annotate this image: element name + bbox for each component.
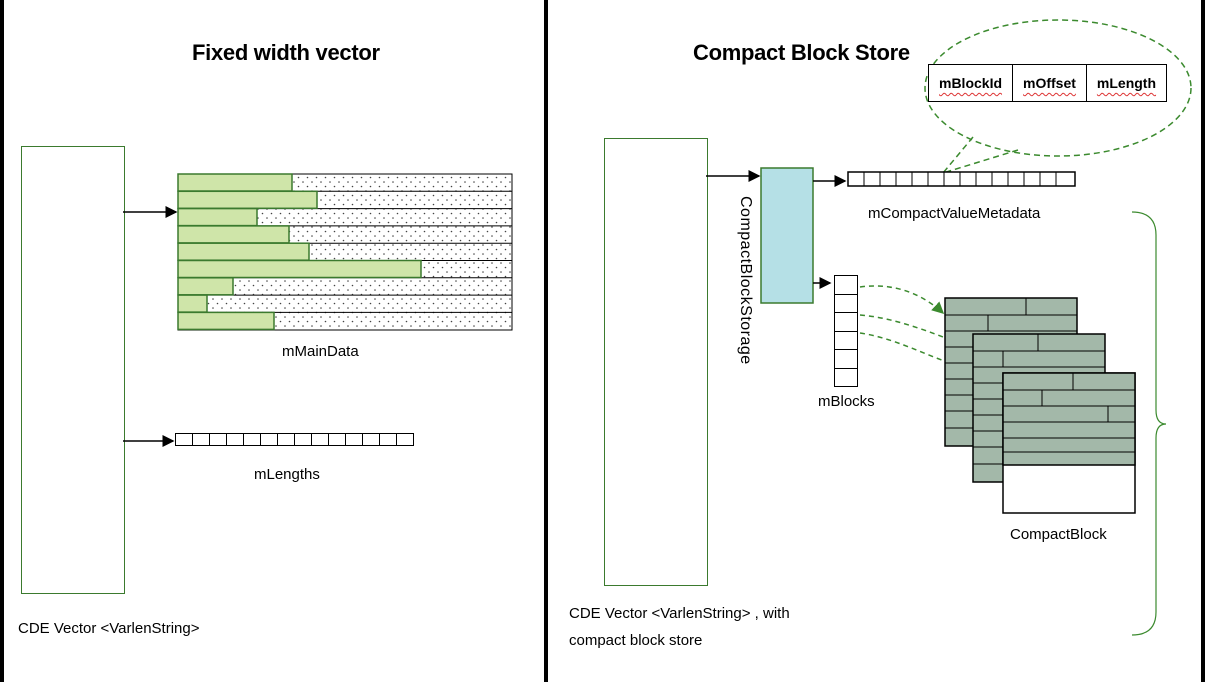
bubble-tail-right <box>942 149 1019 174</box>
compact-value-metadata-array <box>847 171 1076 187</box>
bubble-tail-left <box>942 136 974 174</box>
data-bar <box>177 277 234 296</box>
compact-block-3 <box>1002 372 1136 514</box>
left-title: Fixed width vector <box>192 40 380 65</box>
metadata-field: mLength <box>1096 75 1157 91</box>
compact-block-store-panel: Compact Block Store <box>548 0 1201 682</box>
main-data-green-bars <box>177 173 422 331</box>
data-bar <box>177 225 290 244</box>
lengths-array <box>175 433 414 446</box>
right-title: Compact Block Store <box>693 40 910 65</box>
fixed-width-vector-panel: Fixed width vector <box>4 0 544 682</box>
data-bar <box>177 190 318 210</box>
cde-vector-box <box>21 146 125 594</box>
data-bar <box>177 173 293 192</box>
metadata-fields-table: mBlockId mOffset mLength <box>928 64 1168 102</box>
compact-block-storage-box <box>760 167 814 304</box>
compact-block-label: CompactBlock <box>1010 526 1107 543</box>
metadata-bubble <box>924 19 1192 157</box>
data-bar <box>177 294 208 313</box>
left-vector-label: CDE Vector <VarlenString> <box>18 620 200 637</box>
data-bar <box>177 311 275 331</box>
left-diagram-svg <box>123 173 513 447</box>
right-vector-label-line1: CDE Vector <VarlenString> , with <box>569 605 790 622</box>
right-brace <box>1131 211 1167 636</box>
metadata-label: mCompactValueMetadata <box>868 205 1041 222</box>
data-bar <box>177 259 422 279</box>
main-data-label: mMainData <box>282 343 359 360</box>
block-pointer-arrow-1 <box>859 285 945 315</box>
compact-block-storage-label: CompactBlockStorage <box>737 196 754 365</box>
blocks-array <box>834 275 858 387</box>
metadata-field: mOffset <box>1013 65 1087 101</box>
blocks-label: mBlocks <box>818 393 875 410</box>
data-bar <box>177 207 258 227</box>
lengths-label: mLengths <box>254 466 320 483</box>
right-diagram-svg <box>706 19 1192 636</box>
metadata-field: mBlockId <box>929 65 1014 101</box>
block-pointer-arrow-2 <box>859 314 973 350</box>
right-vector-label-line2: compact block store <box>569 632 703 649</box>
cde-vector-compact-box <box>604 138 708 586</box>
data-bar <box>177 242 310 261</box>
